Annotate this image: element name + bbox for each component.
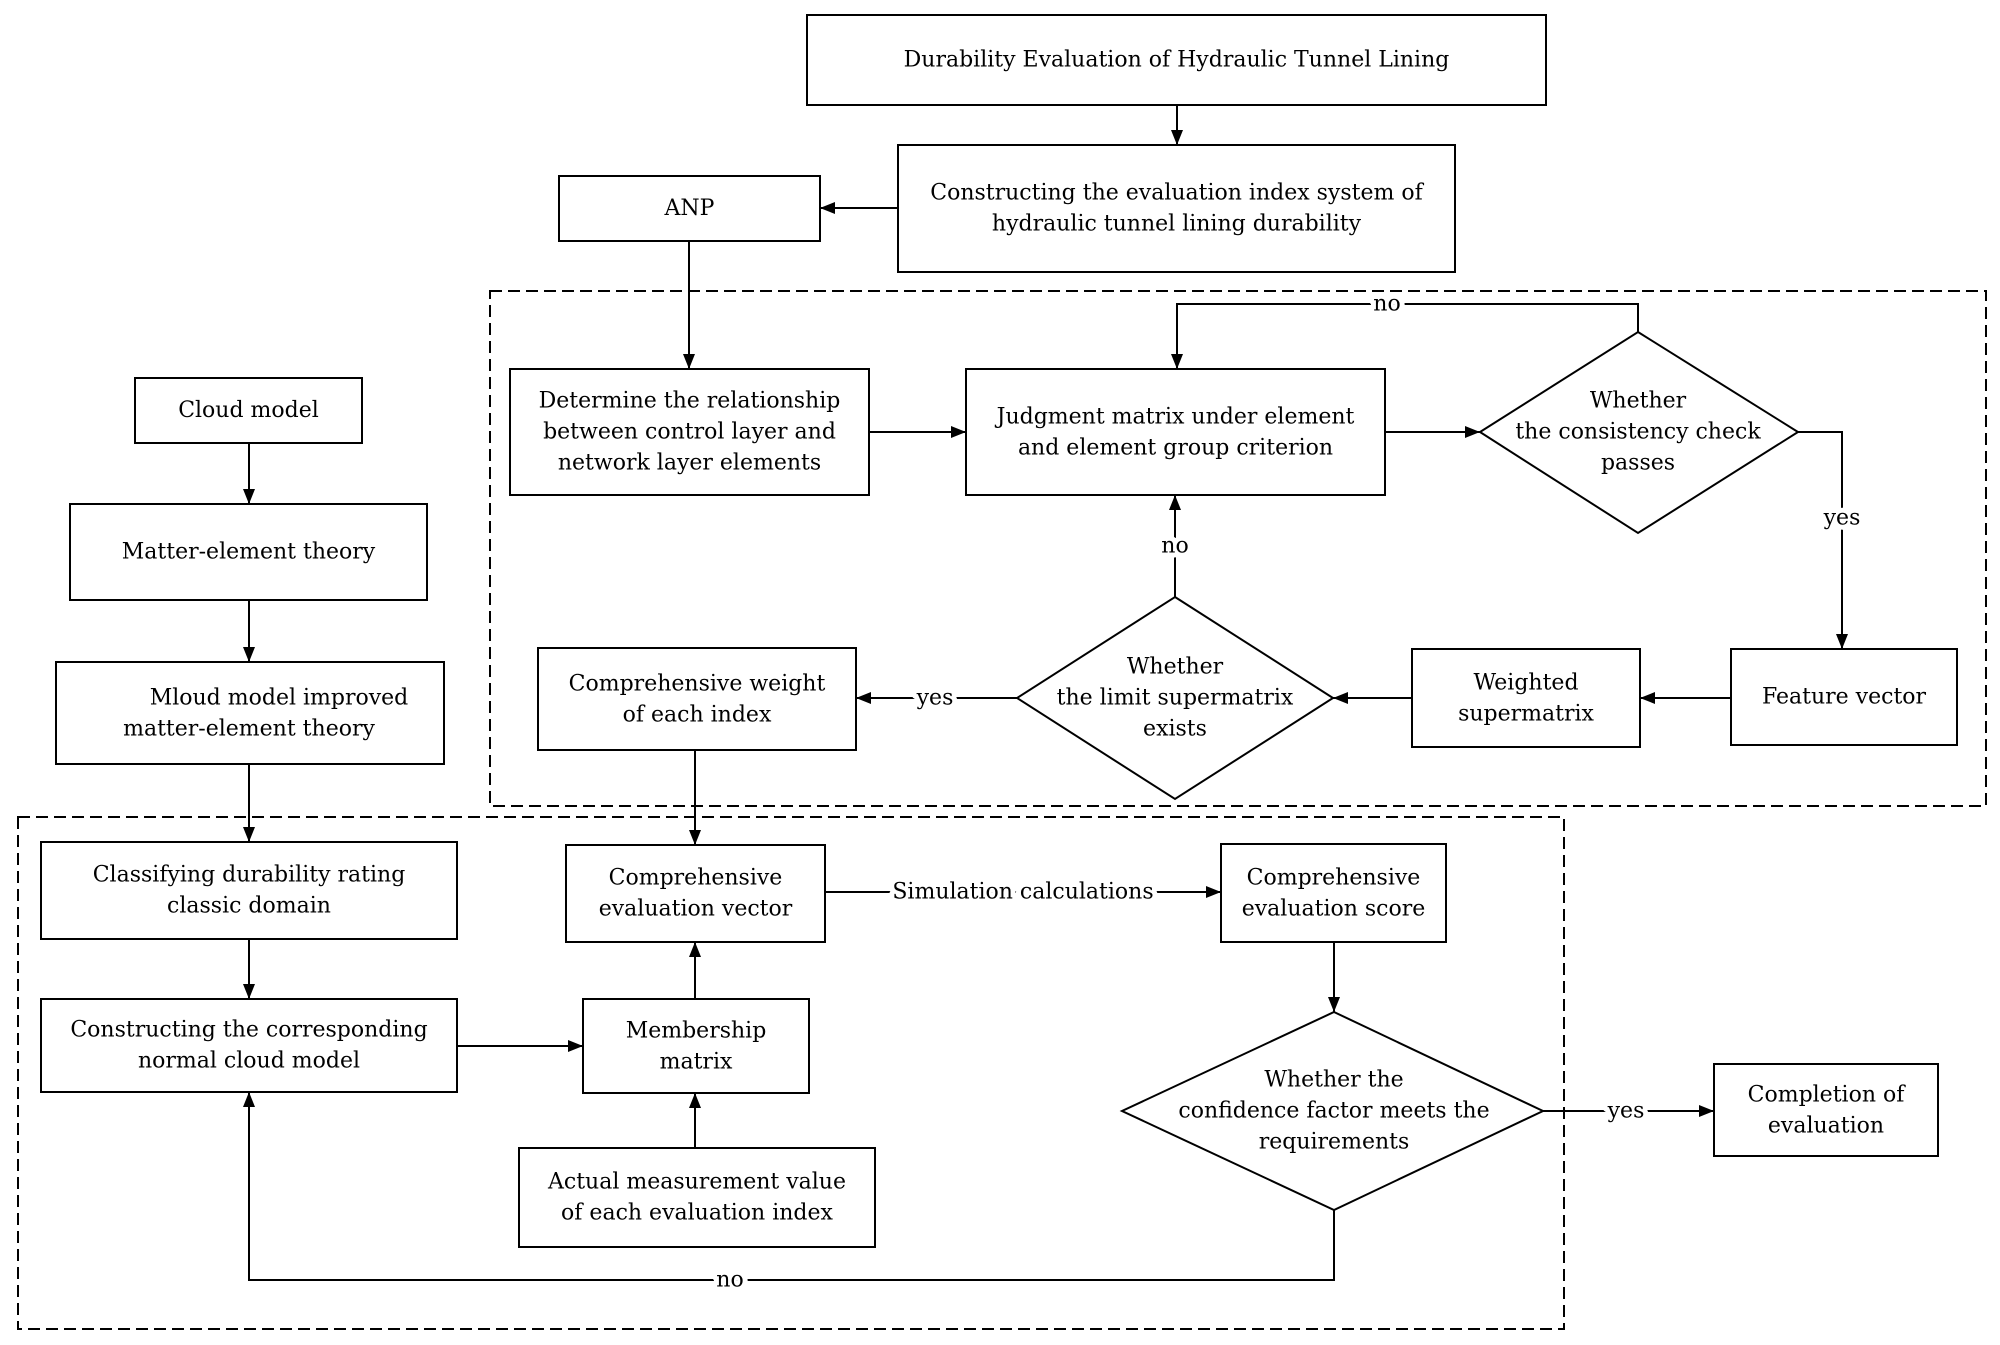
normal-cloud-label-line-2: normal cloud model [138,1049,360,1074]
node-membership: Membership matrix [582,998,810,1094]
confidence-check-label-line-2: confidence factor meets the [1178,1099,1489,1124]
node-matter-element: Matter-element theory [69,503,428,601]
node-judgment-matrix: Judgment matrix under element and elemen… [965,368,1386,496]
improved-matter-element-box [55,661,445,765]
index-system-label-line-2: hydraulic tunnel lining durability [992,212,1362,237]
membership-box [582,998,810,1094]
improved-matter-element-label-line-2: matter-element theory [123,717,375,742]
node-normal-cloud: Constructing the corresponding normal cl… [40,998,458,1093]
arrow-confidence-no-loop-to-normal-cloud [243,1092,1335,1281]
normal-cloud-label-line-1: Constructing the corresponding [70,1018,427,1043]
simulation-calculations-label: Simulation calculations [892,880,1153,905]
cloud-model-box [134,377,363,444]
node-classifying: Classifying durability rating classic do… [40,841,458,940]
consistency-check-label-line-1: Whether [1590,389,1687,414]
completion-label-line-2: evaluation [1768,1114,1884,1139]
evaluation-score-box [1220,843,1447,943]
node-feature-vector: Feature vector [1730,648,1958,746]
consistency-check-diamond [1478,330,1800,535]
comprehensive-weight-label-line-1: Comprehensive weight [569,672,826,697]
node-anp: ANP [558,175,821,242]
connectors [243,105,1848,1281]
node-title: Durability Evaluation of Hydraulic Tunne… [806,14,1547,106]
classifying-box [40,841,458,940]
classifying-label-line-1: Classifying durability rating [93,863,406,888]
cloud-evaluation-dashed-region [17,816,1565,1330]
weighted-supermatrix-box [1411,648,1641,748]
evaluation-score-label-line-2: evaluation score [1242,897,1426,922]
membership-label-line-2: matrix [660,1050,733,1075]
consistency-yes-label: yes [1823,506,1861,531]
completion-label-line-1: Completion of [1748,1083,1907,1108]
limit-supermatrix-diamond [1015,595,1335,801]
node-cloud-model: Cloud model [134,377,363,444]
relationship-label-line-1: Determine the relationship [539,389,841,414]
node-improved-matter-element: Mloud model improved matter-element theo… [55,661,445,765]
consistency-no-label: no [1373,292,1400,317]
judgment-matrix-label-line-2: and element group criterion [1018,436,1333,461]
confidence-yes-label: yes [1607,1099,1645,1124]
weighted-supermatrix-label-line-1: Weighted [1473,671,1578,696]
classifying-label-line-2: classic domain [167,894,331,919]
limit-yes-label: yes [916,686,954,711]
arrow-consistency-no-loop [1171,303,1639,369]
node-weighted-supermatrix: Weighted supermatrix [1411,648,1641,748]
confidence-no-label: no [716,1268,743,1293]
measurement-label-line-2: of each evaluation index [561,1201,833,1226]
judgment-matrix-box [965,368,1386,496]
confidence-check-label-line-1: Whether the [1264,1068,1403,1093]
evaluation-score-label-line-1: Comprehensive [1247,866,1421,891]
index-system-box [897,144,1456,273]
node-evaluation-score: Comprehensive evaluation score [1220,843,1447,943]
relationship-label-line-2: between control layer and [543,420,836,445]
limit-no-label: no [1161,534,1188,559]
evaluation-vector-label-line-2: evaluation vector [599,897,793,922]
node-evaluation-vector: Comprehensive evaluation vector [565,844,826,943]
limit-supermatrix-label-line-3: exists [1143,717,1207,742]
node-confidence-check: Whether the confidence factor meets the … [1119,1010,1546,1212]
node-comprehensive-weight: Comprehensive weight of each index [537,647,857,751]
improved-matter-element-label-line-1: Mloud model improved [150,686,409,711]
title-label: Durability Evaluation of Hydraulic Tunne… [904,48,1450,73]
node-limit-supermatrix-check: Whether the limit supermatrix exists [1015,595,1335,801]
measurement-box [518,1147,876,1248]
weighted-supermatrix-label-line-2: supermatrix [1458,702,1594,727]
consistency-check-label-line-2: the consistency check [1515,420,1761,445]
edge-labels: no yes no yes Simulation calculations ye… [711,287,1865,1298]
index-system-label-line-1: Constructing the evaluation index system… [930,181,1424,206]
feature-vector-box [1730,648,1958,746]
confidence-check-diamond [1119,1010,1546,1212]
evaluation-vector-label-line-1: Comprehensive [609,866,783,891]
measurement-label-line-1: Actual measurement value [547,1170,846,1195]
node-relationship: Determine the relationship between contr… [509,368,870,496]
limit-supermatrix-label-line-2: the limit supermatrix [1057,686,1294,711]
comprehensive-weight-box [537,647,857,751]
title-box [806,14,1547,106]
consistency-check-label-line-3: passes [1601,451,1675,476]
node-consistency-check: Whether the consistency check passes [1478,330,1800,535]
membership-label-line-1: Membership [626,1019,767,1044]
node-completion: Completion of evaluation [1713,1063,1939,1157]
cloud-model-label: Cloud model [178,398,319,423]
confidence-check-label-line-3: requirements [1259,1130,1410,1155]
normal-cloud-box [40,998,458,1093]
judgment-matrix-label-line-1: Judgment matrix under element [995,405,1355,430]
anp-weighting-dashed-region [489,290,1987,807]
limit-supermatrix-label-line-1: Whether [1127,655,1224,680]
matter-element-box [69,503,428,601]
anp-box [558,175,821,242]
node-measurement: Actual measurement value of each evaluat… [518,1147,876,1248]
relationship-box [509,368,870,496]
evaluation-vector-box [565,844,826,943]
completion-box [1713,1063,1939,1157]
comprehensive-weight-label-line-2: of each index [623,703,772,728]
relationship-label-line-3: network layer elements [558,451,821,476]
anp-label: ANP [664,196,715,221]
node-index-system: Constructing the evaluation index system… [897,144,1456,273]
arrow-consistency-yes-to-feature-vector [1798,431,1848,649]
matter-element-label: Matter-element theory [122,540,376,565]
feature-vector-label: Feature vector [1762,685,1927,710]
